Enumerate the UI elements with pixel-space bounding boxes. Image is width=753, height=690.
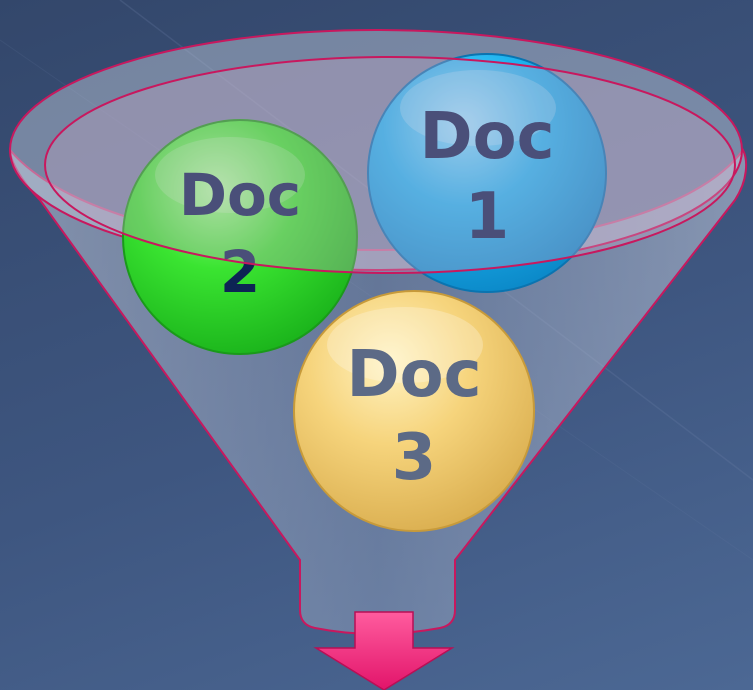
doc-1-group: Doc 1 (367, 53, 607, 293)
doc-3-circle (293, 290, 535, 532)
doc-3-label-line1: Doc (346, 338, 481, 412)
doc-2-circle (122, 119, 358, 355)
doc-1-label-line1: Doc (419, 100, 554, 174)
doc-3-group: Doc 3 (293, 290, 535, 532)
doc-2-group: Doc 2 (122, 119, 358, 355)
doc-1-label-line2: 1 (465, 180, 510, 254)
doc-3-label-line2: 3 (392, 421, 437, 495)
funnel-opening (44, 56, 736, 274)
doc-2-label-line1: Doc (179, 161, 301, 229)
doc-2-label-line2: 2 (220, 238, 260, 306)
doc-1-highlight (400, 70, 556, 146)
doc-2-highlight (155, 137, 305, 213)
down-arrow-icon (313, 611, 455, 690)
doc-1-circle (367, 53, 607, 293)
doc-3-highlight (327, 307, 483, 383)
